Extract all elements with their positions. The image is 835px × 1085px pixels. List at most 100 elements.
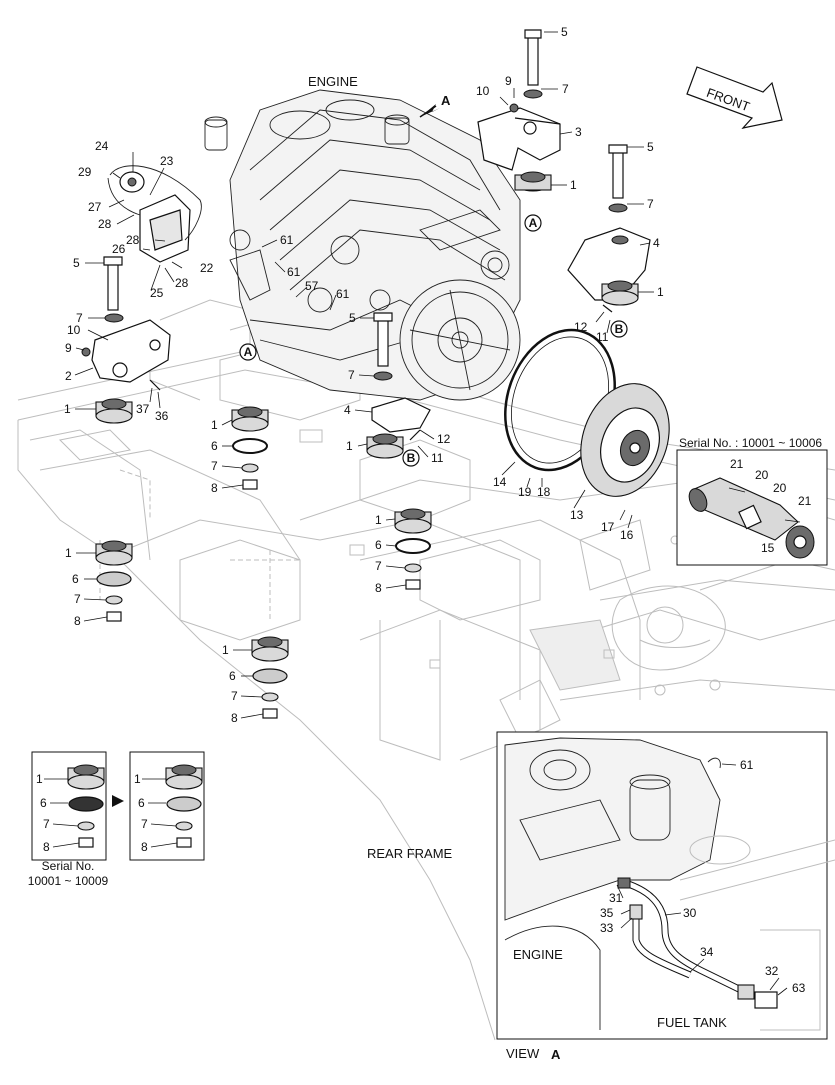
- callout-27: 27: [88, 200, 102, 214]
- callout-12: 12: [437, 432, 451, 446]
- callout-28: 28: [126, 233, 140, 247]
- callout-31: 31: [609, 891, 623, 905]
- callout-numbers: 5 9 10 7 3 1 5 7 4 1 12 11 24 23 29 27 2…: [36, 25, 812, 995]
- callout-5: 5: [647, 140, 654, 154]
- callout-61: 61: [336, 287, 350, 301]
- callout-63: 63: [792, 981, 806, 995]
- callout-15: 15: [761, 541, 775, 555]
- callout-30: 30: [683, 906, 697, 920]
- callout-1: 1: [36, 772, 43, 786]
- callout-1: 1: [64, 402, 71, 416]
- callout-25: 25: [150, 286, 164, 300]
- callout-20: 20: [755, 468, 769, 482]
- callout-5: 5: [561, 25, 568, 39]
- callout-36: 36: [155, 409, 169, 423]
- serial-detail-box: [31, 449, 828, 861]
- engine-top-label: ENGINE: [308, 74, 358, 89]
- view-a-inset: [496, 731, 835, 1040]
- callout-37: 37: [136, 402, 150, 416]
- callout-13: 13: [570, 508, 584, 522]
- front-arrow: FRONT: [686, 66, 783, 129]
- callout-7: 7: [74, 592, 81, 606]
- callout-1: 1: [346, 439, 353, 453]
- rear-frame-label: REAR FRAME: [367, 846, 453, 861]
- callout-7: 7: [211, 459, 218, 473]
- callout-10: 10: [476, 84, 490, 98]
- engine-drawing: [204, 89, 521, 401]
- flywheel-coupling: [504, 328, 670, 497]
- callout-6: 6: [72, 572, 79, 586]
- callout-34: 34: [700, 945, 714, 959]
- callout-1: 1: [222, 643, 229, 657]
- callout-21: 21: [730, 457, 744, 471]
- callout-61: 61: [280, 233, 294, 247]
- callout-6: 6: [211, 439, 218, 453]
- view-a-text: VIEW: [506, 1046, 540, 1061]
- callout-8: 8: [74, 614, 81, 628]
- inset-engine-label: ENGINE: [513, 947, 563, 962]
- callout-7: 7: [348, 368, 355, 382]
- callout-32: 32: [765, 964, 779, 978]
- callout-3: 3: [575, 125, 582, 139]
- arrow-a-label: A: [441, 93, 451, 108]
- callout-8: 8: [211, 481, 218, 495]
- callout-8: 8: [375, 581, 382, 595]
- callout-6: 6: [138, 796, 145, 810]
- serial-small-line2: 10001 ~ 10009: [28, 874, 109, 888]
- callout-18: 18: [537, 485, 551, 499]
- callout-1: 1: [211, 418, 218, 432]
- callout-9: 9: [65, 341, 72, 355]
- callout-7: 7: [647, 197, 654, 211]
- inset-fuel-tank-label: FUEL TANK: [657, 1015, 727, 1030]
- callout-7: 7: [562, 82, 569, 96]
- callout-7: 7: [43, 817, 50, 831]
- callout-6: 6: [229, 669, 236, 683]
- serial-small-line1: Serial No.: [42, 859, 95, 873]
- callout-5: 5: [349, 311, 356, 325]
- callout-1: 1: [657, 285, 664, 299]
- callout-8: 8: [141, 840, 148, 854]
- callout-1: 1: [65, 546, 72, 560]
- callout-20: 20: [773, 481, 787, 495]
- callout-1: 1: [134, 772, 141, 786]
- callout-17: 17: [601, 520, 615, 534]
- callout-7: 7: [231, 689, 238, 703]
- callout-7: 7: [76, 311, 83, 325]
- rear-frame-drawing: [17, 299, 835, 1041]
- callout-4: 4: [344, 403, 351, 417]
- callout-16: 16: [620, 528, 634, 542]
- engine-mounts: [81, 29, 651, 459]
- callout-1: 1: [570, 178, 577, 192]
- marker-b-circle: [402, 449, 420, 467]
- callout-1: 1: [375, 513, 382, 527]
- callout-61: 61: [740, 758, 754, 772]
- callout-21: 21: [798, 494, 812, 508]
- callout-61: 61: [287, 265, 301, 279]
- callout-8: 8: [231, 711, 238, 725]
- callout-28: 28: [175, 276, 189, 290]
- callout-35: 35: [600, 906, 614, 920]
- callout-5: 5: [73, 256, 80, 270]
- view-a-letter: A: [551, 1047, 561, 1062]
- callout-19: 19: [518, 485, 532, 499]
- callout-23: 23: [160, 154, 174, 168]
- callout-22: 22: [200, 261, 214, 275]
- marker-a-letter: A: [244, 345, 253, 359]
- callout-6: 6: [375, 538, 382, 552]
- callout-24: 24: [95, 139, 109, 153]
- callout-28: 28: [98, 217, 112, 231]
- callout-33: 33: [600, 921, 614, 935]
- callout-7: 7: [141, 817, 148, 831]
- callout-29: 29: [78, 165, 92, 179]
- callout-8: 8: [43, 840, 50, 854]
- callout-57: 57: [305, 279, 319, 293]
- serial-box-title: Serial No. : 10001 ~ 10006: [679, 436, 822, 450]
- marker-b-letter-2: B: [615, 322, 624, 336]
- callout-11: 11: [431, 451, 444, 465]
- callout-10: 10: [67, 323, 81, 337]
- leader-lines: [44, 31, 788, 996]
- callout-7: 7: [375, 559, 382, 573]
- text-labels: ENGINE REAR FRAME Serial No. : 10001 ~ 1…: [28, 74, 823, 1062]
